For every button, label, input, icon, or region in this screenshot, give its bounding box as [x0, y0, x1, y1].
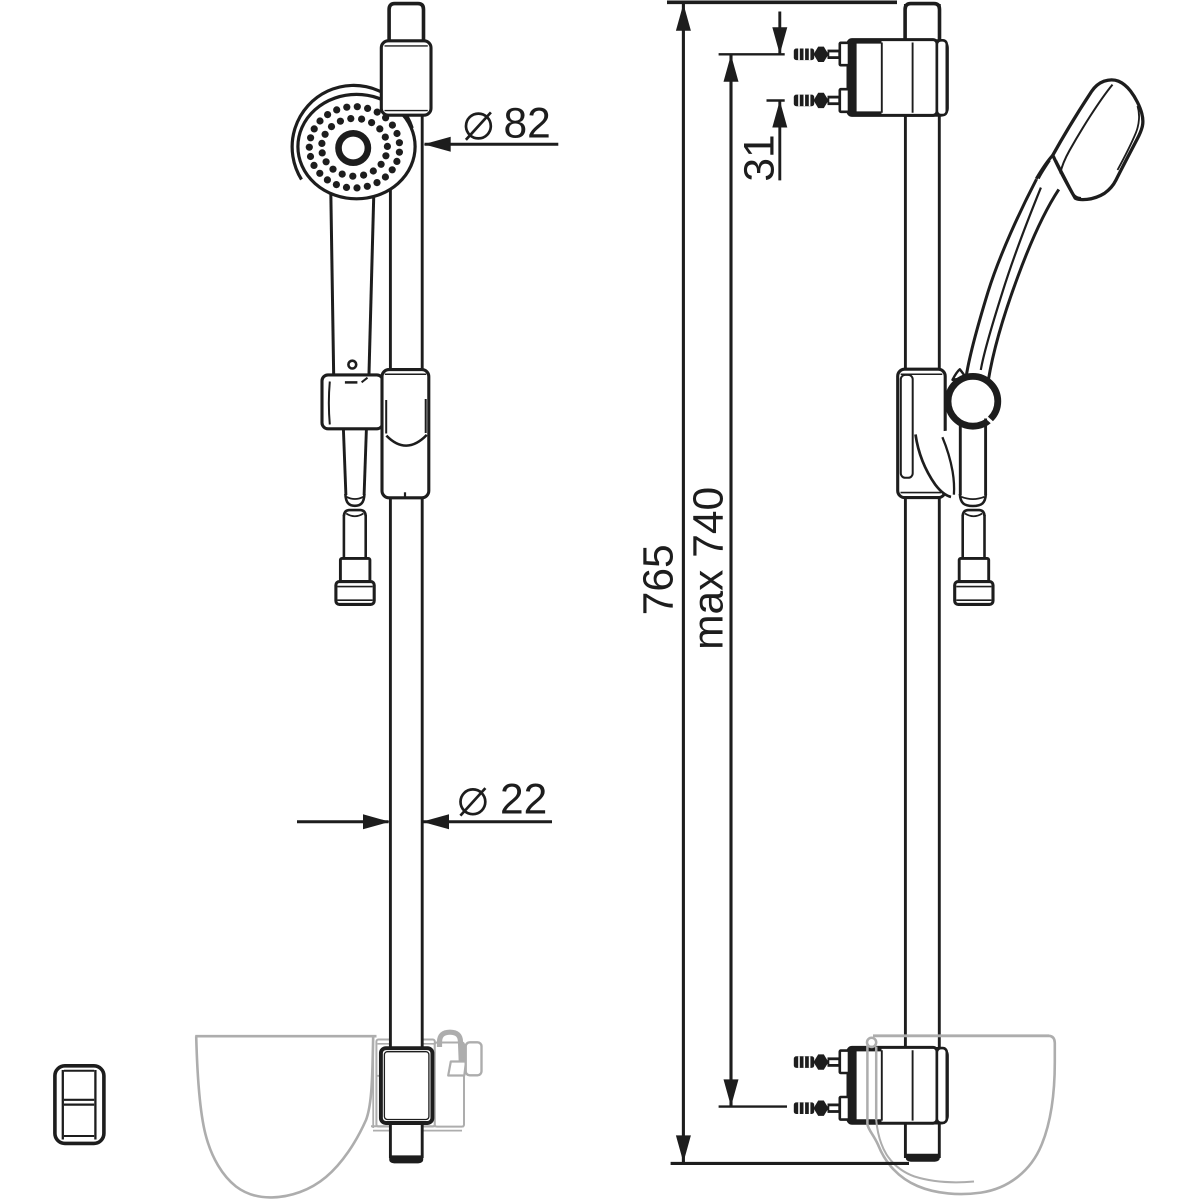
svg-text:765: 765 [636, 544, 683, 615]
svg-text:31: 31 [736, 134, 783, 181]
svg-text:max 740: max 740 [686, 487, 733, 650]
svg-text:82: 82 [504, 100, 551, 147]
svg-text:22: 22 [500, 777, 547, 824]
